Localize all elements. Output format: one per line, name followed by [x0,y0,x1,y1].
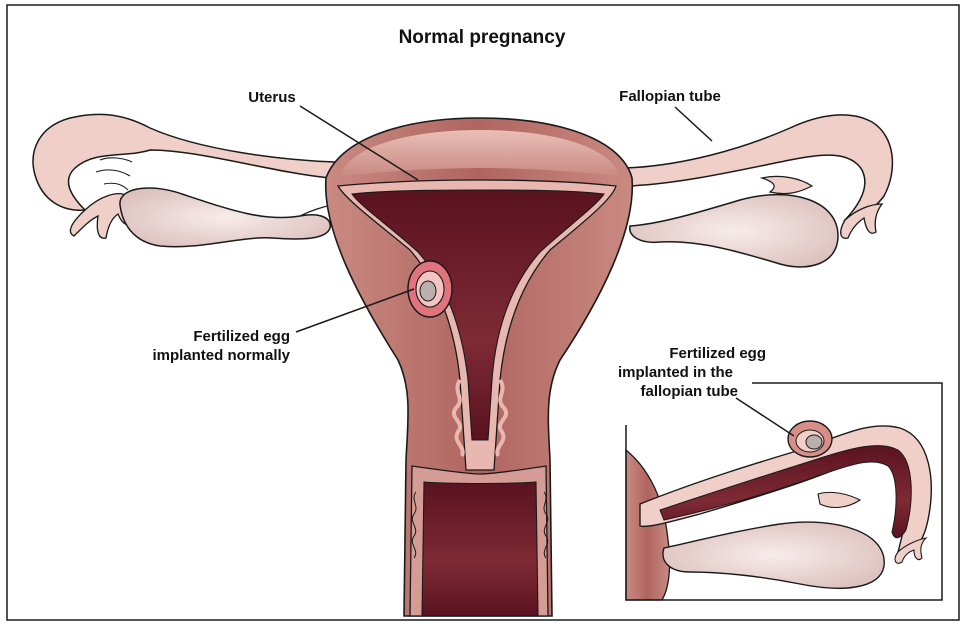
normal-egg-leader [295,288,415,333]
right-fallopian-tube [624,114,894,239]
ectopic-label-line2: implanted in the [618,364,733,381]
leader-lines [295,105,795,437]
ectopic-inset [625,382,943,601]
uterus-label: Uterus [248,89,296,106]
right-ovary [629,193,839,268]
uterus-leader [299,105,419,181]
ectopic-label-line3: fallopian tube [641,383,739,400]
fallopian-tube-leader [674,106,713,142]
normal-egg-label-line2: implanted normally [152,347,290,364]
fallopian-tube-label: Fallopian tube [619,88,721,105]
inset-border [625,382,943,601]
diagram-title: Normal pregnancy [399,27,566,48]
left-fallopian-tube [32,113,337,239]
ectopic-label-line1: Fertilized egg [669,345,766,362]
ectopic-egg-leader [735,397,795,437]
normal-fertilized-egg [407,260,453,318]
normal-egg-label-line1: Fertilized egg [193,328,290,345]
uterus [324,117,634,617]
